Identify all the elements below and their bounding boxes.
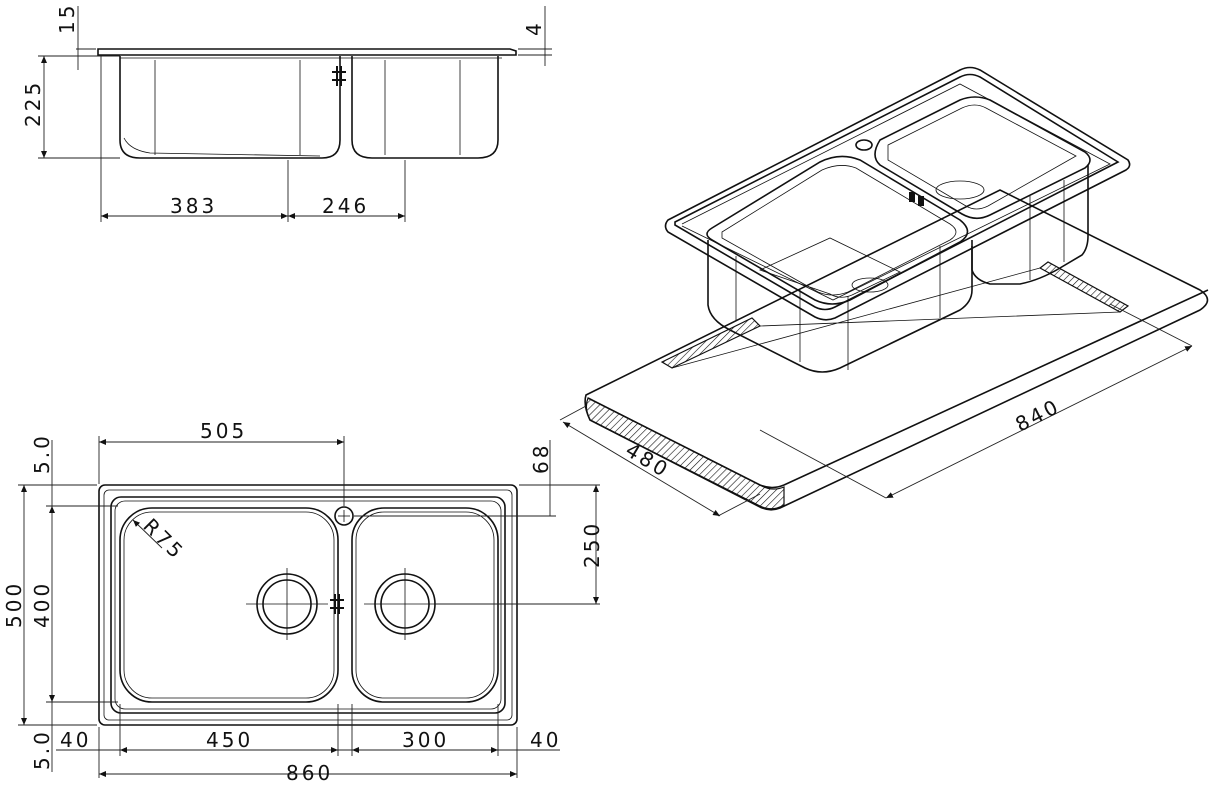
top-overflow-mark — [330, 594, 344, 614]
dim-bottom-margin-label: 5.0 — [30, 729, 54, 770]
dim-tap-offset-label: 505 — [200, 419, 247, 443]
dim-large-bowl-label: 450 — [206, 728, 253, 752]
top-view: R75 505 68 250 500 400 5.0 5.0 — [2, 419, 604, 785]
dim-waste-distance-label: 250 — [580, 521, 604, 568]
dim-depth-label: 225 — [21, 80, 45, 127]
dim-corner-radius-label: R75 — [138, 514, 189, 565]
side-overflow-mark — [332, 66, 346, 86]
dim-overall-width-label: 860 — [286, 761, 333, 785]
dim-bowl-depth-label: 400 — [30, 581, 54, 628]
dim-small-bowl-label: 300 — [402, 728, 449, 752]
iso-tap-hole — [855, 139, 873, 151]
top-small-bowl — [351, 507, 499, 703]
side-rim — [97, 48, 517, 56]
side-view: 15 225 4 383 246 — [21, 3, 552, 222]
dim-flange-label: 15 — [55, 3, 79, 34]
dim-top-margin-label: 5.0 — [30, 433, 54, 474]
tap-hole — [334, 506, 354, 526]
top-outer-rim — [98, 484, 518, 726]
dim-overall-depth-label: 500 — [2, 581, 26, 628]
dim-right-rim-label: 40 — [530, 728, 561, 752]
side-large-bowl — [119, 56, 341, 159]
dim-rim-label: 4 — [522, 20, 546, 36]
dim-cutout-width-label: 840 — [1011, 394, 1064, 437]
dim-offset-large-label: 383 — [170, 194, 217, 218]
side-small-bowl — [351, 56, 499, 159]
dim-offset-small-label: 246 — [322, 194, 369, 218]
waste-hole-small — [364, 568, 446, 640]
dim-left-rim-label: 40 — [60, 728, 91, 752]
waste-hole-large — [246, 568, 328, 640]
iso-sink — [664, 66, 1131, 373]
iso-overflow-mark — [909, 192, 924, 206]
dim-tap-distance-label: 68 — [529, 443, 553, 474]
isometric-view: 480 840 — [559, 66, 1209, 517]
